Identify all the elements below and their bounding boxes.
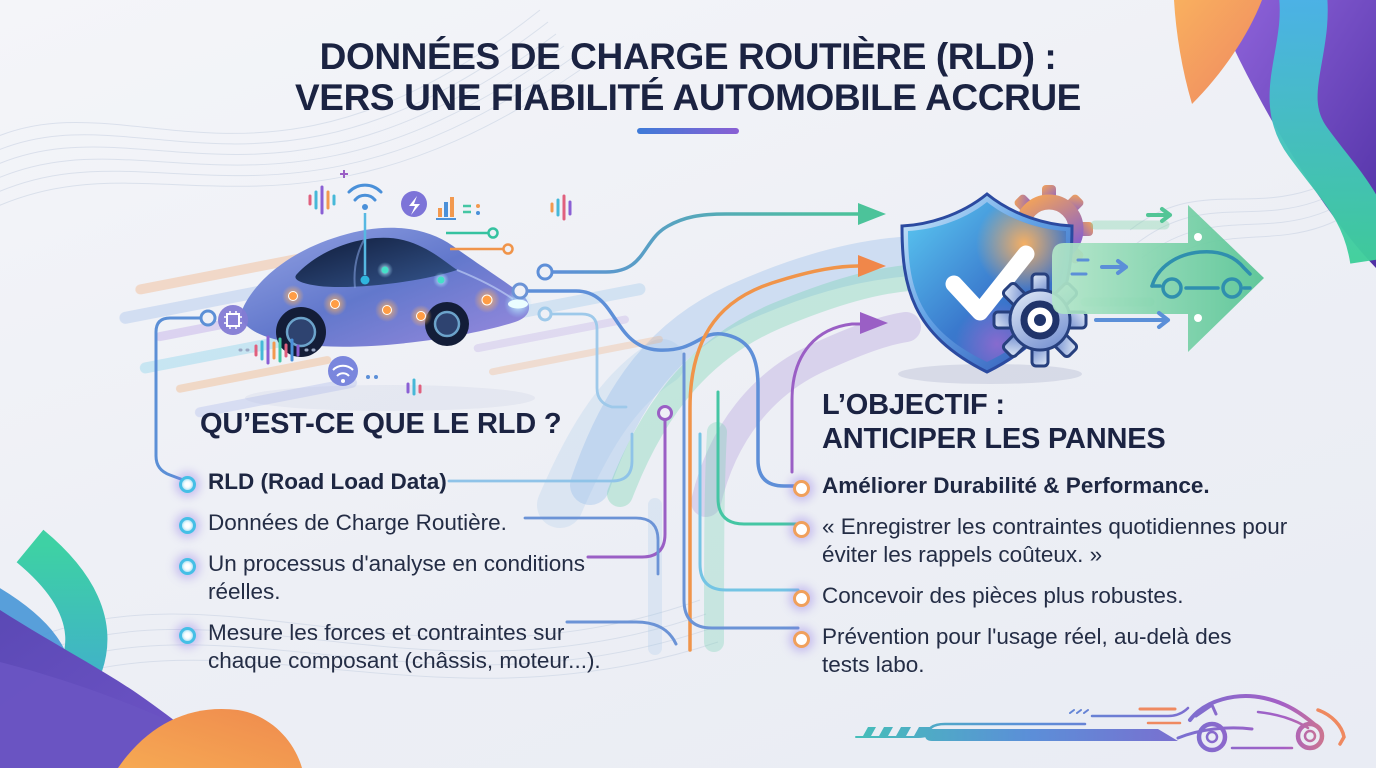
- sensor-dots: [282, 262, 500, 327]
- title-underline: [637, 128, 739, 134]
- bullet-text: RLD (Road Load Data): [208, 469, 447, 494]
- telemetry-icons: [218, 170, 572, 396]
- list-item: Prévention pour l'usage réel, au-delà de…: [793, 623, 1322, 679]
- flow-lines: [447, 203, 888, 652]
- equalizer-icon: [308, 185, 336, 215]
- bullet-text: Concevoir des pièces plus robustes.: [822, 583, 1184, 608]
- list-item: Améliorer Durabilité & Performance.: [793, 472, 1322, 500]
- background-waves: [0, 9, 1376, 689]
- right-heading-line2: ANTICIPER LES PANNES: [822, 423, 1166, 455]
- list-item: Un processus d'analyse en conditions rée…: [179, 550, 623, 606]
- list-item: Concevoir des pièces plus robustes.: [793, 582, 1322, 610]
- page-title-line1: DONNÉES DE CHARGE ROUTIÈRE (RLD) :: [319, 36, 1057, 77]
- bullet-text: Améliorer Durabilité & Performance.: [822, 473, 1210, 498]
- left-section-heading: QU’EST-CE QUE LE RLD ?: [200, 408, 562, 440]
- bullet-text: Prévention pour l'usage réel, au-delà de…: [822, 624, 1232, 677]
- bullet-dot-icon: [179, 558, 196, 575]
- corner-decor-bottom-left: [0, 529, 302, 768]
- bullet-dot-icon: [793, 631, 810, 648]
- bullet-dot-icon: [179, 627, 196, 644]
- list-item: « Enregistrer les contraintes quotidienn…: [793, 513, 1322, 569]
- list-item: Données de Charge Routière.: [179, 509, 623, 537]
- bullet-dot-icon: [179, 476, 196, 493]
- corner-decor-top-right: [1174, 0, 1376, 268]
- waveform-row: [238, 335, 316, 365]
- page-title: DONNÉES DE CHARGE ROUTIÈRE (RLD) : VERS …: [0, 36, 1376, 118]
- left-bullet-list: RLD (Road Load Data) Données de Charge R…: [179, 468, 623, 675]
- bar-chart-icon: [436, 197, 480, 220]
- right-heading-line1: L’OBJECTIF :: [822, 389, 1005, 421]
- wifi-circle-icon: [328, 356, 358, 386]
- gear-bottom-icon: [992, 272, 1088, 368]
- speeding-car-line-art: [855, 694, 1346, 753]
- wifi-icon: [347, 183, 383, 202]
- bullet-text: Mesure les forces et contraintes sur cha…: [208, 620, 601, 673]
- list-item: Mesure les forces et contraintes sur cha…: [179, 619, 623, 675]
- bullet-dot-icon: [179, 517, 196, 534]
- bullet-text: Un processus d'analyse en conditions rée…: [208, 551, 586, 604]
- chip-icon: [218, 305, 248, 335]
- page-title-line2: VERS UNE FIABILITÉ AUTOMOBILE ACCRUE: [295, 77, 1081, 118]
- connected-car-illustration: [241, 227, 532, 357]
- bullet-text: Données de Charge Routière.: [208, 510, 507, 535]
- right-bullet-list: Améliorer Durabilité & Performance. « En…: [793, 472, 1322, 679]
- car-outline-icon: [1150, 249, 1252, 299]
- bullet-dot-icon: [793, 521, 810, 538]
- bullet-dot-icon: [793, 590, 810, 607]
- left-connector-line: [154, 309, 217, 483]
- list-item: RLD (Road Load Data): [179, 468, 623, 496]
- mini-bars: [406, 378, 422, 396]
- equalizer-icon-2: [550, 194, 572, 221]
- bullet-dot-icon: [793, 480, 810, 497]
- lightning-icon: [401, 191, 427, 217]
- shield-gears-illustration: [898, 185, 1264, 384]
- speed-arrows: [1070, 258, 1170, 329]
- right-section-heading: L’OBJECTIF : ANTICIPER LES PANNES: [822, 388, 1166, 456]
- forward-arrow-car: [1052, 205, 1264, 352]
- bullet-text: « Enregistrer les contraintes quotidienn…: [822, 514, 1288, 567]
